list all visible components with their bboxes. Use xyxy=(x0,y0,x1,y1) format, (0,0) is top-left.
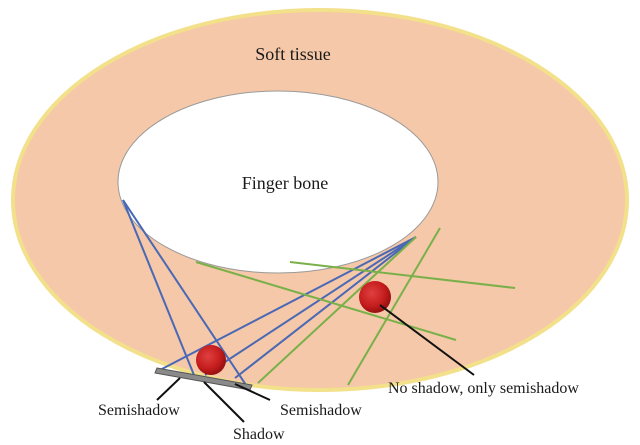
no-shadow-label: No shadow, only semishadow xyxy=(388,380,579,397)
shadow-label: Shadow xyxy=(233,426,285,443)
particle-semishadow-only xyxy=(359,281,391,313)
finger-bone-label: Finger bone xyxy=(242,173,328,193)
pointer-semishadow-left xyxy=(157,378,180,400)
particle-shadow xyxy=(196,345,226,375)
semishadow-left-label: Semishadow xyxy=(98,402,180,419)
soft-tissue-label: Soft tissue xyxy=(255,44,331,64)
semishadow-right-label: Semishadow xyxy=(280,402,362,419)
